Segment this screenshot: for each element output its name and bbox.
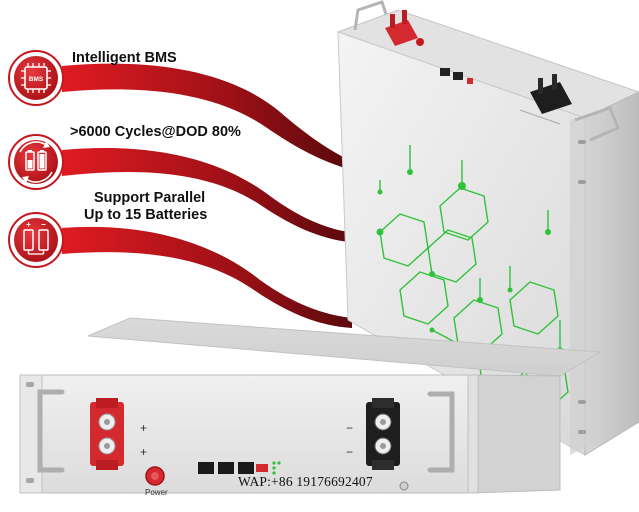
bms-chip-icon: BMS bbox=[8, 50, 64, 106]
contact-watermark: WAP:+86 19176692407 bbox=[238, 474, 373, 489]
ribbon-2 bbox=[62, 147, 348, 242]
rs485-port[interactable] bbox=[218, 462, 234, 474]
ground-screw bbox=[399, 481, 409, 491]
feature-cycles: >6000 Cycles@DOD 80% bbox=[70, 124, 241, 140]
feature-intelligent-bms: Intelligent BMS bbox=[72, 50, 177, 66]
negative-sign: − bbox=[346, 421, 353, 435]
negative-sign-2: − bbox=[346, 445, 353, 459]
can-port[interactable] bbox=[198, 462, 214, 474]
right-handle bbox=[427, 391, 455, 473]
rack-battery: + + − − bbox=[19, 317, 602, 494]
comm-port[interactable] bbox=[238, 462, 254, 474]
power-button[interactable] bbox=[145, 466, 165, 486]
svg-text:−: − bbox=[41, 220, 46, 229]
negative-terminal bbox=[366, 398, 400, 470]
positive-sign: + bbox=[140, 421, 147, 435]
positive-sign-2: + bbox=[140, 445, 147, 459]
bms-chip-text: BMS bbox=[29, 76, 44, 83]
left-handle bbox=[37, 389, 65, 473]
feature-parallel-line-1: Support Parallel bbox=[94, 190, 206, 206]
svg-text:+: + bbox=[26, 220, 31, 229]
dip-switch[interactable] bbox=[256, 464, 268, 472]
tower-positive-terminal bbox=[385, 10, 424, 46]
power-label: Power bbox=[145, 488, 168, 497]
ribbon-1 bbox=[62, 63, 345, 168]
battery-cycle-icon bbox=[8, 134, 64, 190]
tower-negative-terminal bbox=[530, 74, 572, 114]
feature-parallel-line-2: Up to 15 Batteries bbox=[84, 207, 208, 223]
ribbon-3 bbox=[62, 226, 352, 328]
status-leds bbox=[272, 461, 281, 475]
positive-terminal bbox=[90, 398, 124, 470]
parallel-batteries-icon: + − bbox=[8, 212, 64, 268]
